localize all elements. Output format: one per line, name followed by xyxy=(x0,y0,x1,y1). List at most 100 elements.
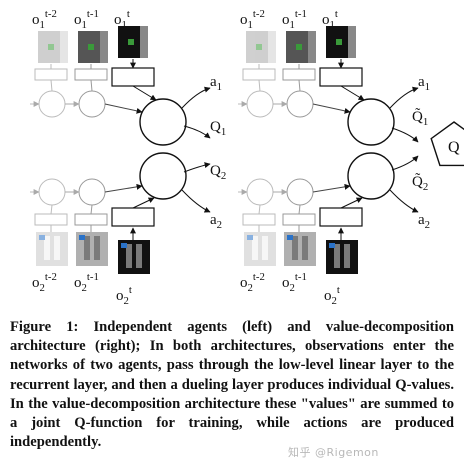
observation-agent2-t xyxy=(326,240,358,274)
obs-label-agent1: o1t-2 xyxy=(32,8,57,31)
observation-agent2-t-2 xyxy=(36,232,68,266)
linear-layer-box xyxy=(319,67,363,87)
agent2-marker xyxy=(79,235,85,240)
connector xyxy=(132,197,155,209)
q-value-arrow xyxy=(183,125,211,139)
agent1-marker xyxy=(256,44,262,50)
observation-corridor xyxy=(302,236,308,260)
observation-corridor xyxy=(334,244,340,268)
obs-label-agent2: o2t-1 xyxy=(282,271,307,294)
q-value-arrow xyxy=(391,155,419,171)
action-label-a2: a2 xyxy=(418,212,430,231)
linear-layer-box xyxy=(242,68,276,81)
q-label-q2: Q2 xyxy=(210,163,226,182)
observation-corridor xyxy=(344,244,350,268)
agent2-marker xyxy=(247,235,253,240)
linear-layer-box xyxy=(319,207,363,227)
recurrent-state-circle xyxy=(246,90,274,118)
agent1-marker xyxy=(128,39,134,45)
obs-label-agent2: o2t-2 xyxy=(32,271,57,294)
obs-label-agent2: o2t xyxy=(324,284,340,305)
observation-agent1-t-1 xyxy=(78,31,108,63)
watermark: 知乎 @Rigemon xyxy=(288,446,379,459)
observation-wall xyxy=(268,31,276,63)
action-arrow xyxy=(181,189,211,213)
obs-label-agent1: o1t xyxy=(114,8,130,31)
figure-caption: Figure 1: Independent agents (left) and … xyxy=(10,318,454,452)
caption-label: Figure 1: xyxy=(10,319,79,335)
connector xyxy=(104,103,143,114)
connector xyxy=(298,204,301,215)
observation-agent1-t-1 xyxy=(286,31,316,63)
connector xyxy=(298,79,301,92)
action-arrow xyxy=(389,86,419,109)
obs-label-agent2: o2t-1 xyxy=(74,271,99,294)
connector xyxy=(50,79,53,92)
linear-layer-box xyxy=(74,213,108,226)
recurrent-state-circle xyxy=(38,90,66,118)
observation-wall xyxy=(348,26,356,58)
connector xyxy=(312,103,351,114)
connector xyxy=(258,79,261,92)
q-value-arrow xyxy=(183,162,211,173)
recurrent-state-circle xyxy=(286,178,314,206)
observation-agent2-t xyxy=(118,240,150,274)
connector xyxy=(132,85,157,101)
linear-layer-box xyxy=(111,207,155,227)
observation-corridor xyxy=(252,236,258,260)
linear-layer-box xyxy=(34,213,68,226)
recurrent-state-circle xyxy=(246,178,274,206)
action-label-a2: a2 xyxy=(210,212,222,231)
connector xyxy=(340,85,365,101)
linear-layer-box xyxy=(74,68,108,81)
observation-agent2-t-1 xyxy=(284,232,316,266)
agent2-marker xyxy=(39,235,45,240)
agent1-marker xyxy=(48,44,54,50)
obs-label-agent2: o2t xyxy=(116,284,132,305)
obs-label-agent1: o1t-1 xyxy=(282,8,307,31)
connector xyxy=(312,183,351,193)
connector xyxy=(258,204,261,215)
obs-label-agent1: o1t-1 xyxy=(74,8,99,31)
observation-wall xyxy=(60,31,68,63)
connector xyxy=(50,204,53,215)
action-arrow xyxy=(389,189,419,213)
agent2-marker xyxy=(287,235,293,240)
action-arrow xyxy=(181,86,211,109)
observation-corridor xyxy=(262,236,268,260)
observation-agent2-t-2 xyxy=(244,232,276,266)
linear-layer-box xyxy=(282,213,316,226)
q-label-q1: Q1 xyxy=(210,119,226,138)
recurrent-layer-circle xyxy=(139,152,187,200)
agent2-marker xyxy=(121,243,127,248)
agent2-marker xyxy=(329,243,335,248)
action-label-a1: a1 xyxy=(418,74,430,93)
linear-layer-box xyxy=(34,68,68,81)
observation-corridor xyxy=(292,236,298,260)
observation-corridor xyxy=(54,236,60,260)
observation-agent1-t-2 xyxy=(38,31,68,63)
observation-agent1-t xyxy=(326,26,356,58)
recurrent-layer-circle xyxy=(347,152,395,200)
connector xyxy=(104,183,143,193)
observation-corridor xyxy=(94,236,100,260)
agent1-marker xyxy=(88,44,94,50)
linear-layer-box xyxy=(242,213,276,226)
observation-corridor xyxy=(136,244,142,268)
obs-label-agent1: o1t-2 xyxy=(240,8,265,31)
recurrent-state-circle xyxy=(78,90,106,118)
observation-wall xyxy=(140,26,148,58)
recurrent-layer-circle xyxy=(139,98,187,146)
obs-label-agent2: o2t-2 xyxy=(240,271,265,294)
q-value-arrow xyxy=(391,127,419,143)
action-label-a1: a1 xyxy=(210,74,222,93)
q-tilde-label-q1: Q̃1 xyxy=(412,108,428,128)
linear-layer-box xyxy=(111,67,155,87)
observation-agent1-t-2 xyxy=(246,31,276,63)
recurrent-state-circle xyxy=(286,90,314,118)
obs-label-agent1: o1t xyxy=(322,8,338,31)
